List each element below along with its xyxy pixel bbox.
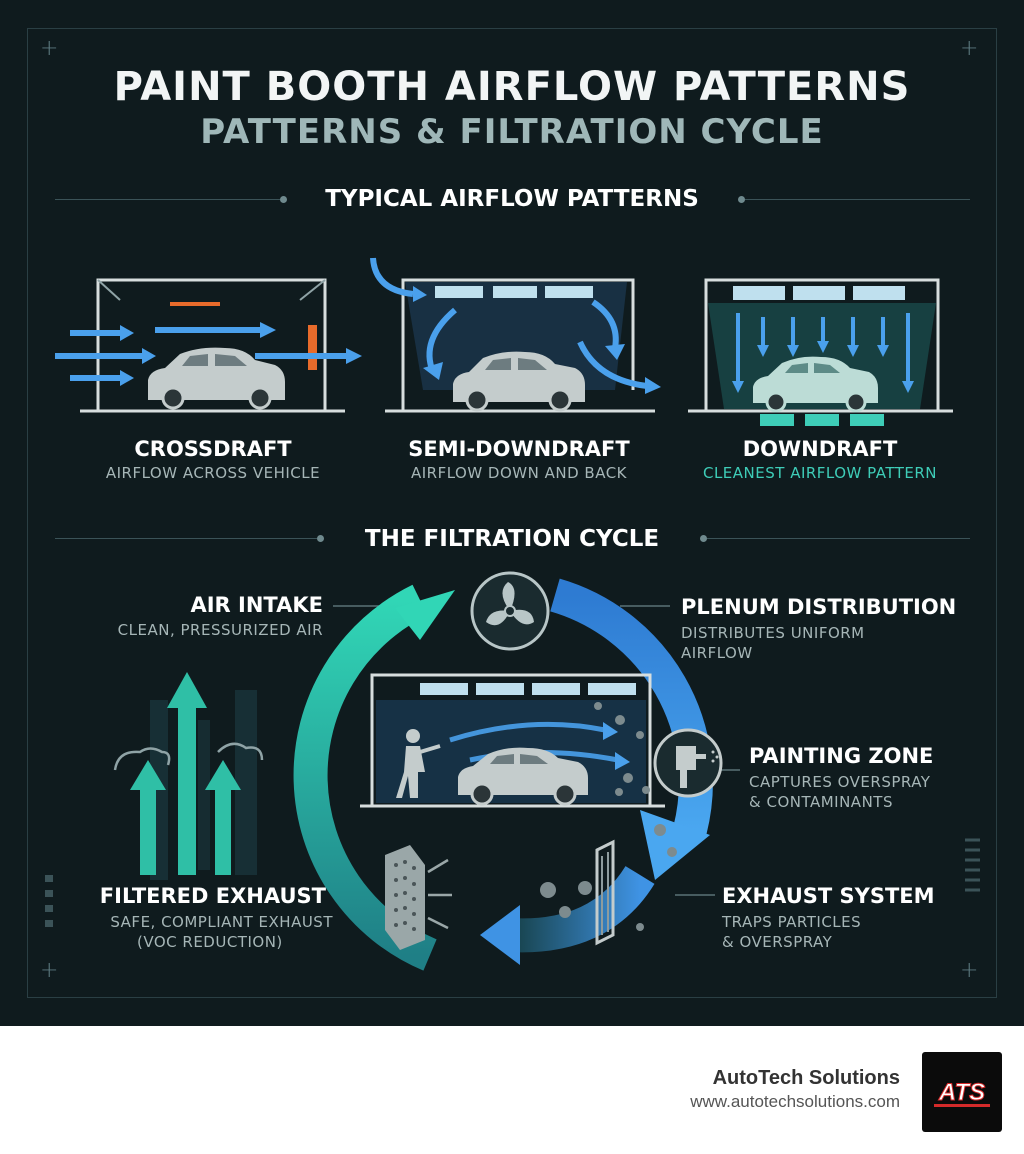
stage-title-filtered-exhaust: FILTERED EXHAUST bbox=[99, 884, 326, 908]
stage-desc-filtered-1: SAFE, COMPLIANT EXHAUST bbox=[110, 913, 333, 931]
logo-text: ATS bbox=[938, 1079, 985, 1106]
company-name: AutoTech Solutions bbox=[712, 1067, 900, 1089]
main-subtitle: PATTERNS & FILTRATION CYCLE bbox=[200, 112, 824, 152]
footer: AutoTech Solutions www.autotechsolutions… bbox=[0, 1026, 1024, 1154]
pattern-desc-semi-downdraft: AIRFLOW DOWN AND BACK bbox=[410, 464, 628, 482]
stage-desc-air-intake: CLEAN, PRESSURIZED AIR bbox=[117, 621, 323, 639]
company-url[interactable]: www.autotechsolutions.com bbox=[690, 1092, 900, 1111]
decorative-frame bbox=[27, 28, 997, 998]
stage-desc-painting-2: & CONTAMINANTS bbox=[749, 793, 893, 811]
stage-title-plenum: PLENUM DISTRIBUTION bbox=[681, 595, 957, 619]
corner-plus-icon: + bbox=[40, 958, 59, 983]
stage-desc-exhaust-1: TRAPS PARTICLES bbox=[722, 913, 862, 931]
intake-arrows-icon bbox=[113, 672, 264, 880]
divider-dot bbox=[738, 196, 745, 203]
stage-title-air-intake: AIR INTAKE bbox=[190, 593, 323, 617]
exhaust-filter-panel-icon bbox=[385, 845, 452, 950]
infographic-poster: + + + + PAINT BOOTH AIRFLOW PATTERNS PAT… bbox=[0, 0, 1024, 1026]
spray-gun-icon bbox=[653, 728, 723, 798]
stage-desc-painting-1: CAPTURES OVERSPRAY bbox=[749, 773, 931, 791]
stage-desc-plenum-2: AIRFLOW bbox=[681, 644, 753, 662]
pattern-desc-downdraft: CLEANEST AIRFLOW PATTERN bbox=[702, 464, 938, 482]
company-logo: ATS bbox=[922, 1052, 1002, 1132]
section-title-cycle: THE FILTRATION CYCLE bbox=[364, 526, 660, 552]
section-title-patterns: TYPICAL AIRFLOW PATTERNS bbox=[325, 186, 699, 212]
stage-desc-filtered-2: (VOC REDUCTION) bbox=[137, 933, 283, 951]
painter-figure bbox=[396, 729, 441, 798]
pattern-label-crossdraft: CROSSDRAFT bbox=[134, 437, 292, 461]
divider-dot bbox=[280, 196, 287, 203]
crossdraft-booth-icon bbox=[55, 278, 362, 413]
divider-line bbox=[707, 538, 970, 539]
fan-icon bbox=[470, 571, 550, 651]
stage-title-exhaust-system: EXHAUST SYSTEM bbox=[722, 884, 935, 908]
corner-plus-icon: + bbox=[960, 36, 979, 61]
divider-line bbox=[55, 538, 317, 539]
semi-downdraft-booth-icon bbox=[370, 257, 661, 413]
downdraft-booth-icon bbox=[688, 278, 953, 426]
pattern-desc-crossdraft: AIRFLOW ACROSS VEHICLE bbox=[105, 464, 321, 482]
stage-title-painting-zone: PAINTING ZONE bbox=[749, 744, 934, 768]
exhaust-filter-icon bbox=[595, 839, 615, 946]
pattern-label-downdraft: DOWNDRAFT bbox=[742, 437, 898, 461]
corner-plus-icon: + bbox=[40, 36, 59, 61]
divider-dot bbox=[700, 535, 707, 542]
divider-dot bbox=[317, 535, 324, 542]
stage-desc-plenum-1: DISTRIBUTES UNIFORM bbox=[681, 624, 865, 642]
main-title: PAINT BOOTH AIRFLOW PATTERNS bbox=[113, 64, 911, 110]
pattern-label-semi-downdraft: SEMI-DOWNDRAFT bbox=[408, 437, 630, 461]
stage-desc-exhaust-2: & OVERSPRAY bbox=[722, 933, 833, 951]
corner-plus-icon: + bbox=[960, 958, 979, 983]
divider-line bbox=[745, 199, 970, 200]
filtration-cycle-diagram bbox=[45, 571, 980, 971]
divider-line bbox=[55, 199, 280, 200]
